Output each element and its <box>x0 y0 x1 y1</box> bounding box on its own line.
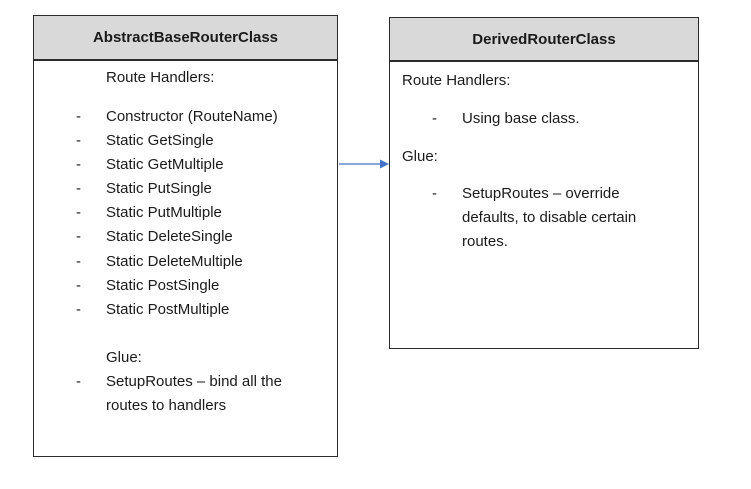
route-handlers-label: Route Handlers: <box>106 69 215 86</box>
handler-item: Static GetSingle <box>106 132 214 149</box>
glue-item-line: SetupRoutes – override <box>462 185 620 202</box>
glue-label: Glue: <box>106 349 142 366</box>
glue-item-line: SetupRoutes – bind all the <box>106 373 282 390</box>
arrow-head <box>380 159 389 169</box>
bullet-dash: - <box>76 301 81 318</box>
handler-item: Static PostMultiple <box>106 301 230 318</box>
route-handlers-label: Route Handlers: <box>402 72 511 89</box>
bullet-dash: - <box>76 132 81 149</box>
bullet-dash: - <box>76 373 81 390</box>
glue-item-line: defaults, to disable certain <box>462 209 637 226</box>
bullet-dash: - <box>76 156 81 173</box>
handler-item: Static PostSingle <box>106 277 220 294</box>
bullet-dash: - <box>76 277 81 294</box>
handler-item: Static DeleteSingle <box>106 228 233 245</box>
handler-item: Static GetMultiple <box>106 156 224 173</box>
bullet-dash: - <box>432 185 437 202</box>
derived-router-class-box: DerivedRouterClass Route Handlers: - Usi… <box>389 17 699 349</box>
glue-label: Glue: <box>402 148 438 165</box>
class-name: AbstractBaseRouterClass <box>34 16 337 61</box>
handler-item: Static DeleteMultiple <box>106 253 243 270</box>
bullet-dash: - <box>76 204 81 221</box>
handler-item: Constructor (RouteName) <box>106 108 278 125</box>
glue-item-line: routes to handlers <box>106 397 227 414</box>
handler-item: Static PutMultiple <box>106 204 222 221</box>
class-name: DerivedRouterClass <box>390 18 698 62</box>
bullet-dash: - <box>432 110 437 127</box>
glue-item-line: routes. <box>462 233 508 250</box>
bullet-dash: - <box>76 180 81 197</box>
handler-item: Using base class. <box>462 110 580 127</box>
abstract-base-router-class-box: AbstractBaseRouterClass Route Handlers: … <box>33 15 338 457</box>
handler-item: Static PutSingle <box>106 180 212 197</box>
bullet-dash: - <box>76 228 81 245</box>
inheritance-arrow <box>339 159 389 169</box>
bullet-dash: - <box>76 253 81 270</box>
bullet-dash: - <box>76 108 81 125</box>
